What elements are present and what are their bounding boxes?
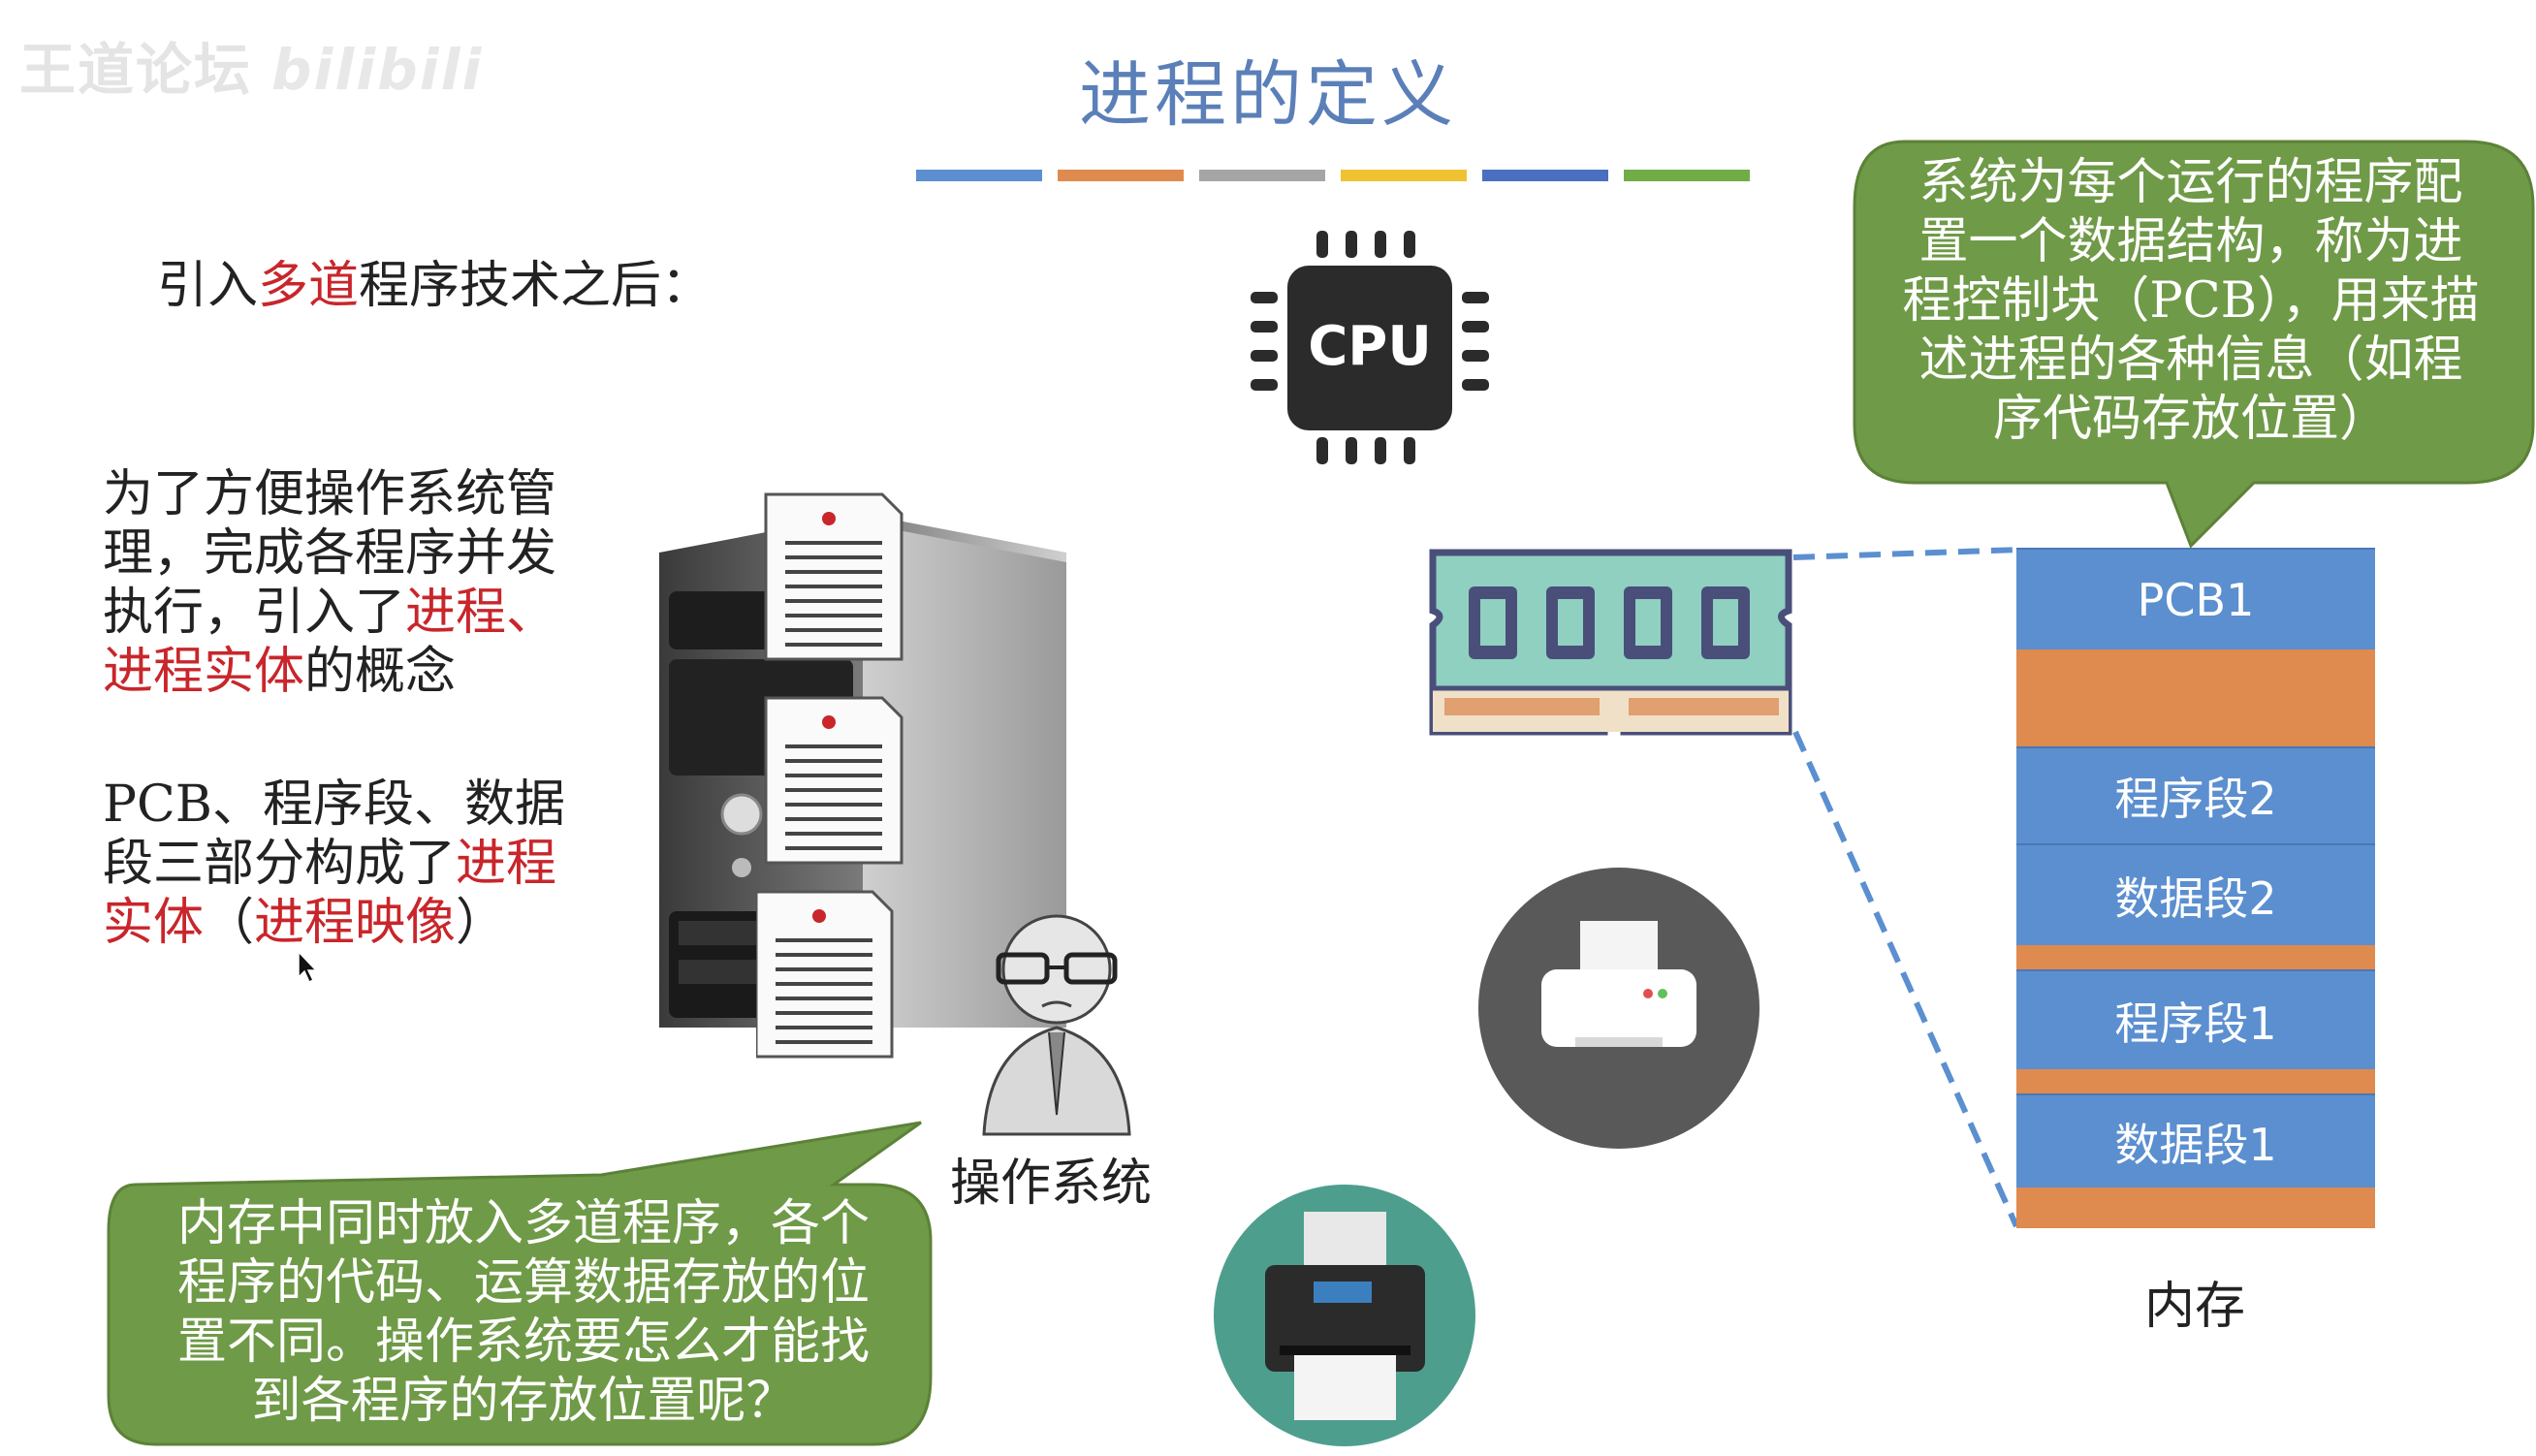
para2-text: 段三部分构成了 (103, 835, 457, 893)
para2-highlight: 实体 (103, 894, 205, 952)
intro-highlight: 多道 (258, 257, 360, 315)
bubble-line: 到各程序的存放位置呢？ (251, 1373, 796, 1430)
bubble-line: 置一个数据结构，称为进 (1918, 213, 2463, 270)
title-underline-segment (1624, 170, 1750, 181)
memory-block-data1: 数据段1 (2016, 1093, 2375, 1187)
para1-line: 进程实体的概念 (103, 643, 607, 702)
operating-system-person-icon (982, 914, 1131, 1136)
para2-line: 实体（进程映像） (103, 894, 607, 953)
para2-text: ） (456, 894, 507, 952)
printer-icon (1478, 868, 1759, 1149)
intro-prefix: 引入 (157, 257, 259, 315)
intro-suffix: 程序技术之后： (359, 257, 713, 315)
memory-block-code1: 程序段1 (2016, 969, 2375, 1069)
title-underline-segment (1482, 170, 1608, 181)
cpu-label: CPU (1308, 315, 1432, 378)
title-underline-segment (916, 170, 1042, 181)
watermark: 王道论坛 bilibili (19, 24, 483, 106)
para1-text: 执行，引入了 (103, 584, 406, 642)
right-bubble-text: 系统为每个运行的程序配 置一个数据结构，称为进 程控制块（PCB），用来描 述进… (1866, 153, 2516, 449)
right-speech-bubble (1853, 140, 2535, 549)
para1-line: 理，完成各程序并发 (103, 524, 557, 583)
ram-module-icon (1429, 549, 1792, 736)
para1-highlight: 进程实体 (103, 643, 305, 701)
bubble-line: 程控制块（PCB），用来描 (1902, 272, 2480, 330)
memory-free-space (2016, 1069, 2375, 1093)
intro-text: 引入多道程序技术之后： (157, 244, 712, 317)
slide-title: 进程的定义 (1079, 53, 1457, 137)
memory-block-data2: 数据段2 (2016, 843, 2375, 945)
memory-block-pcb1: PCB1 (2016, 548, 2375, 649)
memory-free-space (2016, 1187, 2375, 1228)
bubble-line: 内存中同时放入多道程序，各个 (176, 1195, 870, 1252)
bubble-line: 系统为每个运行的程序配 (1918, 154, 2463, 211)
bubble-line: 序代码存放位置） (1992, 391, 2389, 448)
process-concept-paragraph: 为了方便操作系统管 理，完成各程序并发 执行，引入了进程、 进程实体的概念 (103, 465, 607, 702)
program-documents-icon (756, 492, 903, 1059)
title-underline-segment (1058, 170, 1184, 181)
inkjet-printer-icon (1214, 1185, 1475, 1446)
bubble-line: 置不同。操作系统要怎么才能找 (176, 1314, 870, 1371)
os-label: 操作系统 (950, 1155, 1153, 1213)
bubble-line: 程序的代码、运算数据存放的位 (176, 1254, 870, 1312)
process-entity-paragraph: PCB、程序段、数据 段三部分构成了进程 实体（进程映像） (103, 775, 607, 953)
para1-highlight: 进程、 (405, 584, 557, 642)
para2-line: 段三部分构成了进程 (103, 835, 607, 894)
watermark-text: 王道论坛 (19, 37, 253, 103)
left-bubble-text: 内存中同时放入多道程序，各个 程序的代码、运算数据存放的位 置不同。操作系统要怎… (136, 1194, 911, 1431)
title-underline-segment (1341, 170, 1467, 181)
para2-highlight: 进程映像 (254, 894, 457, 952)
para2-highlight: 进程 (456, 835, 557, 893)
title-underline-segment (1199, 170, 1325, 181)
memory-label: 内存 (2144, 1278, 2246, 1336)
left-speech-bubble (107, 1121, 933, 1446)
memory-block-code2: 程序段2 (2016, 746, 2375, 843)
para1-text: 的概念 (304, 643, 457, 701)
memory-zoom-lines (1792, 547, 2022, 1228)
cpu-icon: CPU (1251, 231, 1489, 464)
para1-line: 为了方便操作系统管 (103, 465, 557, 523)
para2-text: （ (204, 894, 255, 952)
mouse-cursor-icon (298, 950, 318, 984)
para1-line: 执行，引入了进程、 (103, 584, 607, 643)
para2-line: PCB、程序段、数据 (103, 775, 565, 834)
bilibili-logo: bilibili (271, 37, 484, 103)
bubble-line: 述进程的各种信息（如程 (1918, 332, 2463, 389)
memory-free-space (2016, 649, 2375, 746)
memory-free-space (2016, 945, 2375, 969)
